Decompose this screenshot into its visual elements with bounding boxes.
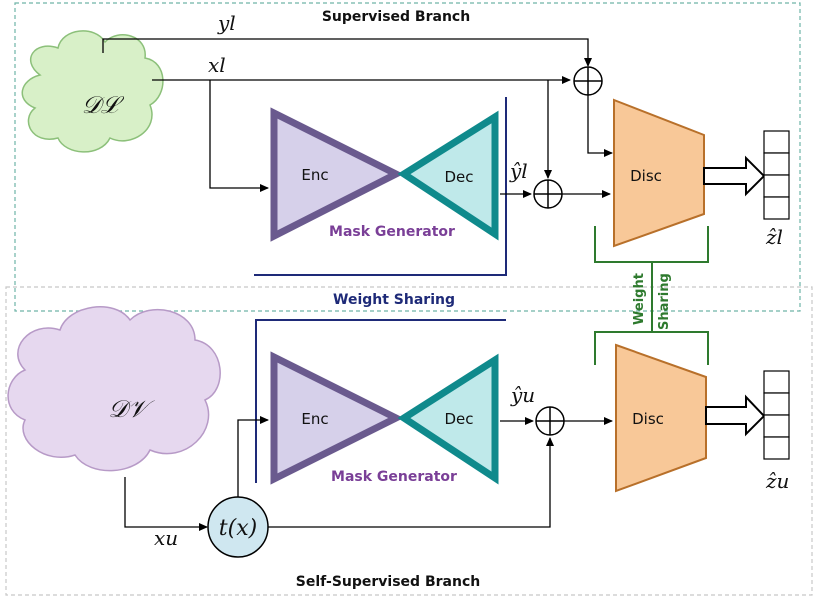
mask-generator-top-label: Mask Generator bbox=[329, 224, 455, 240]
y-hat-l-label: ŷl bbox=[509, 159, 528, 183]
self-supervised-branch-box bbox=[5, 286, 813, 596]
weight-sharing-bracket-bottom bbox=[255, 319, 506, 483]
labeled-dataset-label: 𝒟ℒ bbox=[82, 91, 125, 119]
output-vector-bottom bbox=[763, 370, 790, 460]
disc-weight-label: Weight bbox=[632, 273, 647, 325]
sum-node-mid bbox=[533, 179, 563, 209]
unlabeled-dataset-cloud: 𝒟𝒱 bbox=[7, 306, 221, 472]
labeled-dataset-cloud: 𝒟ℒ bbox=[21, 30, 164, 153]
output-vector-top bbox=[763, 130, 790, 220]
discriminator-bottom-label: Disc bbox=[632, 410, 664, 428]
sum-node-top bbox=[573, 66, 603, 96]
encoder-top bbox=[270, 107, 404, 242]
top-sum-to-disc-line bbox=[587, 95, 613, 157]
y-l-line bbox=[102, 38, 592, 67]
supervised-branch-title: Supervised Branch bbox=[322, 9, 470, 25]
y-hat-u-label: ŷu bbox=[510, 383, 535, 407]
encoder-top-label: Enc bbox=[301, 166, 328, 184]
mask-generator-bottom-label: Mask Generator bbox=[331, 469, 457, 485]
decoder-top-label: Dec bbox=[444, 168, 473, 186]
z-hat-u-label: ẑu bbox=[765, 469, 789, 493]
transform-to-enc-line bbox=[237, 416, 269, 497]
x-u-line bbox=[124, 477, 208, 531]
x-u-label: xu bbox=[154, 526, 178, 550]
encoder-bottom-label: Enc bbox=[301, 410, 328, 428]
x-l-label: xl bbox=[208, 53, 226, 77]
encoder-bottom bbox=[270, 351, 404, 485]
weight-sharing-bracket-top bbox=[254, 97, 507, 276]
decoder-bottom-label: Dec bbox=[444, 410, 473, 428]
y-l-label: yl bbox=[217, 11, 236, 35]
weight-sharing-label: Weight Sharing bbox=[333, 292, 455, 308]
discriminator-bottom bbox=[615, 343, 707, 493]
transform-to-sum-line bbox=[268, 437, 554, 528]
output-arrow-top bbox=[703, 155, 766, 197]
disc-sharing-label: Sharing bbox=[657, 273, 672, 330]
x-l-to-enc-line bbox=[209, 80, 269, 192]
self-supervised-branch-title: Self-Supervised Branch bbox=[296, 574, 480, 590]
z-hat-l-label: ẑl bbox=[765, 225, 783, 249]
supervised-branch-box bbox=[14, 2, 801, 312]
discriminator-top-label: Disc bbox=[630, 167, 662, 185]
decoder-top bbox=[397, 110, 499, 241]
discriminator-top bbox=[613, 98, 705, 248]
output-arrow-bottom bbox=[705, 394, 766, 437]
transform-label: t(x) bbox=[219, 516, 257, 541]
sum-node-bottom bbox=[535, 406, 565, 436]
decoder-bottom bbox=[397, 353, 499, 485]
